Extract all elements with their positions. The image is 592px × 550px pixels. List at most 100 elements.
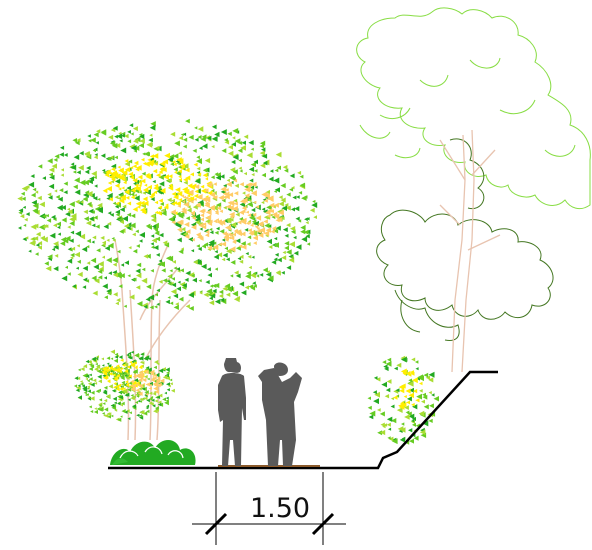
leaf-mark (248, 265, 252, 270)
leaf-mark (167, 156, 174, 163)
leaf-mark (154, 183, 159, 188)
leaf-mark (114, 155, 118, 160)
leaf-mark (85, 377, 88, 381)
leaf-mark (81, 246, 88, 253)
leaf-mark (180, 194, 185, 198)
leaf-mark (118, 390, 122, 395)
leaf-mark (232, 232, 236, 237)
leaf-mark (108, 365, 114, 371)
leaf-mark (286, 249, 292, 255)
leaf-mark (116, 272, 122, 279)
ground-line (108, 370, 498, 470)
leaf-mark (105, 171, 109, 175)
leaf-mark (235, 238, 241, 244)
leaf-mark (129, 222, 136, 229)
leaf-mark (166, 376, 170, 381)
leaf-mark (204, 202, 210, 209)
leaf-mark (149, 391, 153, 395)
leaf-mark (201, 263, 207, 270)
leaf-mark (246, 242, 251, 247)
leaf-mark (149, 162, 154, 166)
leaf-mark (407, 381, 414, 387)
leaf-mark (132, 164, 137, 169)
leaf-mark (56, 221, 61, 227)
leaf-mark (241, 205, 247, 211)
leaf-mark (264, 223, 270, 229)
leaf-mark (142, 152, 146, 156)
leaf-mark (146, 141, 153, 148)
leaf-mark (284, 245, 289, 251)
leaf-mark (132, 206, 138, 212)
leaf-mark (134, 145, 140, 151)
leaf-mark (136, 301, 143, 307)
leaf-mark (399, 404, 405, 410)
leaf-mark (268, 195, 274, 201)
leaf-mark (162, 367, 166, 371)
leaf-mark (34, 209, 39, 214)
leaf-mark (138, 383, 143, 388)
leaf-mark (140, 414, 143, 418)
leaf-mark (168, 274, 172, 278)
leaf-mark (100, 153, 106, 158)
leaf-mark (124, 166, 131, 173)
leaf-mark (60, 173, 64, 177)
leaf-mark (106, 186, 112, 192)
leaf-mark (382, 424, 386, 429)
leaf-mark (170, 131, 176, 137)
leaf-mark (240, 145, 246, 151)
leaf-mark (216, 206, 222, 211)
leaf-mark (120, 263, 125, 267)
leaf-mark (88, 216, 94, 222)
leaf-mark (97, 261, 104, 267)
leaf-mark (139, 232, 145, 238)
leaf-mark (127, 398, 131, 402)
leaf-mark (135, 229, 139, 234)
leaf-mark (79, 233, 86, 240)
leaf-mark (114, 372, 118, 376)
leaf-mark (130, 166, 134, 170)
leaf-mark (24, 217, 28, 222)
leaf-mark (290, 207, 295, 212)
leaf-mark (204, 196, 211, 203)
leaf-mark (154, 210, 158, 215)
leaf-mark (313, 215, 317, 219)
leaf-mark (107, 181, 112, 185)
leaf-mark (150, 197, 155, 202)
leaf-mark (116, 298, 121, 303)
leaf-mark (53, 157, 58, 162)
leaf-mark (102, 375, 108, 380)
leaf-mark (74, 189, 81, 196)
leaf-mark (115, 201, 120, 206)
leaf-mark (121, 382, 125, 386)
leaf-mark (385, 387, 391, 393)
leaf-mark (372, 390, 377, 395)
leaf-mark (75, 388, 80, 393)
leaf-mark (213, 182, 217, 186)
leaf-mark (107, 364, 112, 368)
leaf-mark (253, 220, 259, 227)
leaf-mark (153, 390, 157, 394)
leaf-mark (90, 396, 95, 401)
leaf-mark (209, 204, 215, 211)
leaf-mark (54, 189, 58, 193)
leaf-mark (95, 362, 98, 366)
leaf-mark (106, 257, 112, 264)
leaf-mark (187, 183, 193, 189)
leaf-mark (183, 201, 189, 208)
leaf-mark (169, 269, 173, 273)
leaf-mark (284, 203, 289, 208)
leaf-mark (241, 244, 247, 250)
leaf-mark (150, 213, 156, 219)
leaf-mark (182, 283, 187, 288)
leaf-mark (153, 408, 158, 414)
leaf-mark (223, 205, 227, 210)
leaf-mark (144, 374, 148, 379)
leaf-mark (150, 234, 155, 238)
leaf-mark (33, 236, 39, 241)
leaf-mark (112, 272, 118, 278)
leaf-mark (273, 177, 280, 184)
leaf-mark (90, 390, 95, 395)
leaf-mark (182, 132, 187, 136)
leaf-mark (32, 202, 39, 209)
leaf-mark (300, 224, 306, 231)
